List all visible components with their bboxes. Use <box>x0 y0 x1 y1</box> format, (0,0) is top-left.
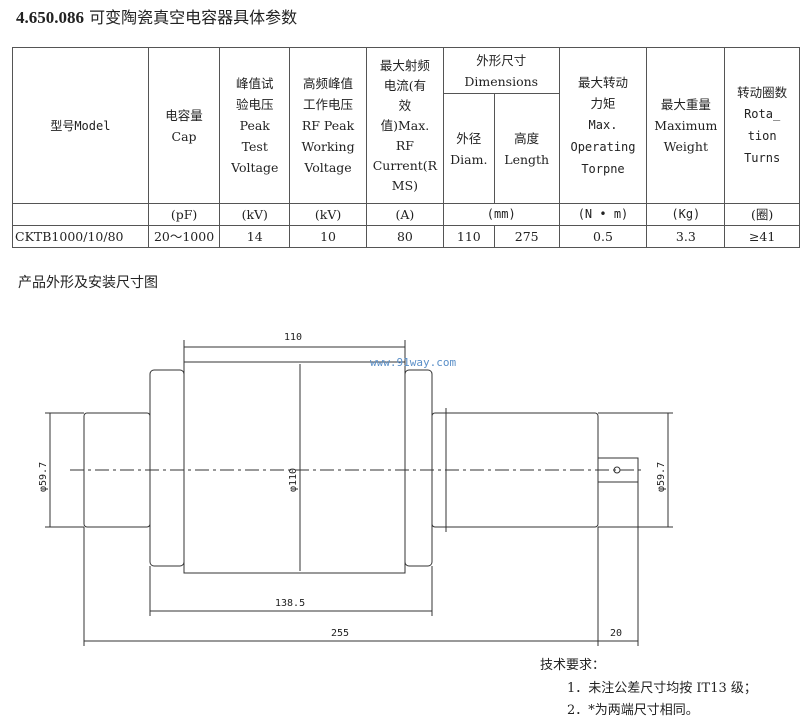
requirement-item: 2．*为两端尺寸相同。 <box>567 703 699 718</box>
dim-255: 255 <box>331 628 349 639</box>
drawing-title: 产品外形及安装尺寸图 <box>18 275 158 291</box>
dim-right-phi59: φ59.7 <box>656 462 667 492</box>
right-flange <box>404 369 433 567</box>
left-flange <box>149 369 185 567</box>
title-code: 4.650.086 <box>16 8 84 27</box>
header-model: 型号Model <box>12 47 149 204</box>
requirements-title: 技术要求： <box>540 658 606 673</box>
dim-138-5: 138.5 <box>275 598 305 609</box>
dim-110: 110 <box>284 332 302 343</box>
page-title: 4.650.086 可变陶瓷真空电容器具体参数 <box>16 4 297 28</box>
watermark: www.91way.com <box>370 356 456 369</box>
pin-hole <box>613 466 621 474</box>
ceramic-body <box>183 361 406 574</box>
dim-left-phi59: φ59.7 <box>38 462 49 492</box>
left-shaft <box>83 412 151 528</box>
requirement-item: 1．未注公差尺寸均按 IT13 级； <box>567 681 757 696</box>
title-text: 可变陶瓷真空电容器具体参数 <box>89 8 298 27</box>
dim-phi110: φ110 <box>288 468 299 492</box>
units-row: (pF)(kV)(kV)(A) (mm) (N • m)(Kg)(圈) <box>12 203 800 226</box>
dim-20: 20 <box>610 628 622 639</box>
key-slot <box>597 457 639 483</box>
